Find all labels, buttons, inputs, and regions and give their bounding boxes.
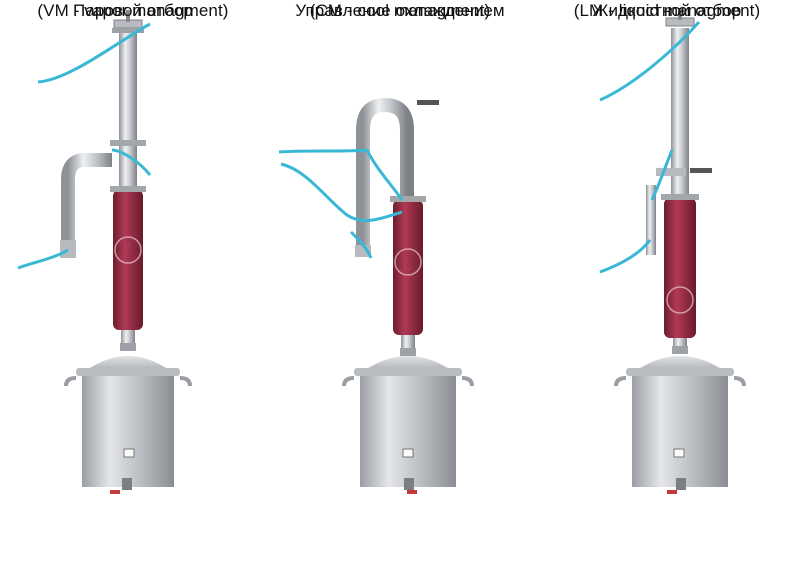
panel-liquid-management: Жидкостной отбор (LM - liquid managment) <box>534 0 800 564</box>
insulated-column <box>113 190 143 330</box>
hose-left <box>278 148 368 154</box>
boiler-pot <box>82 372 174 487</box>
u-bend <box>356 97 414 250</box>
column-top-tube <box>671 28 689 198</box>
hose-top <box>599 21 701 102</box>
panel-cool-management: Управление охлаждением (CM - cool managm… <box>267 0 533 564</box>
lm-distiller-image <box>599 8 746 494</box>
cm-distiller-image <box>278 97 474 494</box>
insulated-column <box>664 198 696 338</box>
panel-subtitle: (VM - vapor managment) <box>37 1 229 20</box>
hose-bottom <box>599 239 652 274</box>
boiler-pot <box>360 372 456 487</box>
boiler-pot <box>632 372 728 487</box>
panel-title: Паровой отбор <box>73 1 193 20</box>
panel-title: Управление охлаждением <box>295 1 505 20</box>
column-top-tube <box>119 30 137 190</box>
vm-distiller-image <box>17 10 192 494</box>
hose-bottom <box>17 248 69 270</box>
panel-vapor-management: Паровой отбор (VM - vapor managment) <box>0 0 266 564</box>
panel-subtitle: (CM - cool managment) <box>309 1 491 20</box>
hose-top <box>37 22 151 84</box>
panel-subtitle: (LM - liquid managment) <box>573 1 761 20</box>
panel-title: Жидкостной отбор <box>592 1 742 20</box>
insulated-column <box>393 200 423 335</box>
